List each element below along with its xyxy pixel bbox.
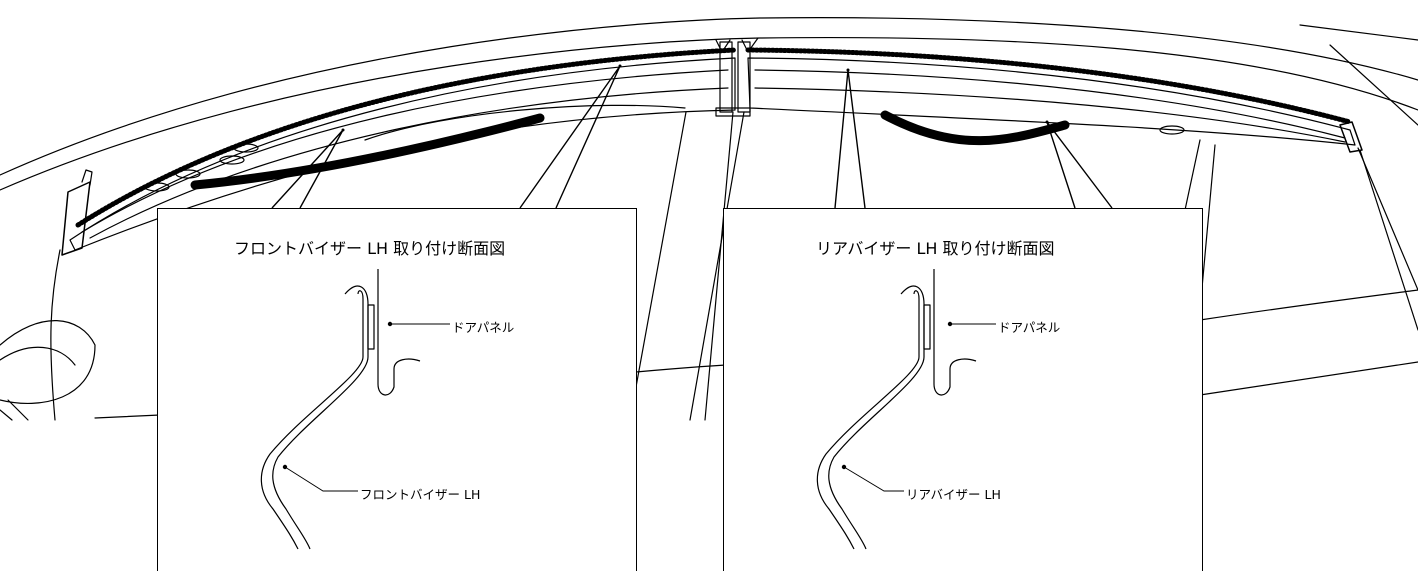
front-visor-label: フロントバイザー LH xyxy=(360,487,481,502)
front-leader-right xyxy=(519,65,621,209)
front-end-clip xyxy=(81,169,93,186)
visor-hole xyxy=(144,182,170,192)
roof-line-inner xyxy=(0,36,1418,191)
front-door-panel-shape xyxy=(377,269,421,396)
door-beltline-lower xyxy=(1199,361,1418,396)
front-visor-outline xyxy=(69,57,736,251)
rear-weatherstrip xyxy=(880,110,1070,146)
b-pillar-line-3 xyxy=(704,111,734,421)
front-leader-dot-2 xyxy=(618,64,622,68)
front-visor-shape-inner xyxy=(260,290,364,550)
front-cross-section-drawing xyxy=(260,269,450,550)
roof-line-outer xyxy=(0,17,1418,176)
b-pillar-line-1 xyxy=(629,111,687,421)
mirror-inner xyxy=(0,346,76,366)
rear-cross-section-drawing xyxy=(816,269,996,550)
front-leader-dot-1 xyxy=(341,128,345,132)
rear-section-panel: リアバイザー LH 取り付け断面図 ドアパネル リアバイザー LH xyxy=(723,208,1203,571)
front-visor-hatch-band xyxy=(75,47,738,228)
rear-visor-inner-line xyxy=(754,69,1346,139)
rear-window-right xyxy=(1357,147,1418,291)
rear-leader-right xyxy=(1046,121,1113,209)
roof-edge-diag xyxy=(1329,44,1418,126)
roof-edge-right xyxy=(1299,24,1418,41)
rear-visor-leader xyxy=(843,466,904,492)
front-weatherstrip xyxy=(190,113,545,190)
rear-visor-shape xyxy=(828,285,925,550)
front-visor-shape xyxy=(272,285,369,550)
front-panel-title: フロントバイザー LH 取り付け断面図 xyxy=(234,239,506,258)
visor-hole xyxy=(233,143,259,153)
visor-hole xyxy=(219,155,245,165)
mirror-stripe-2 xyxy=(0,409,13,421)
rear-visor-label: リアバイザー LH xyxy=(906,487,1001,502)
visor-hole xyxy=(175,169,201,179)
rear-door-panel-shape xyxy=(933,269,977,396)
center-clip-left xyxy=(719,41,733,113)
front-visor-inner-line-2 xyxy=(89,87,729,239)
b-pillar-line-2 xyxy=(689,111,745,421)
rear-visor-shape-inner xyxy=(816,290,920,550)
door-beltline-left xyxy=(94,414,161,419)
front-end-cap xyxy=(61,181,91,256)
rear-door-panel-label: ドアパネル xyxy=(998,320,1061,335)
mirror-outline xyxy=(0,320,96,405)
door-beltline-right xyxy=(1199,289,1418,321)
visor-hole xyxy=(1159,125,1185,135)
a-pillar-outer xyxy=(50,249,61,421)
rear-visor-outline xyxy=(747,57,1356,146)
rear-visor-inner-line-2 xyxy=(754,87,1346,143)
front-section-panel: フロントバイザー LH 取り付け断面図 ドアパネル フロントバイザー LH xyxy=(157,208,637,571)
front-door-panel-hem xyxy=(367,304,375,350)
rear-end-cap xyxy=(1339,121,1363,153)
c-pillar-line xyxy=(1184,139,1201,211)
front-door-panel-label: ドアパネル xyxy=(452,320,515,335)
front-visor-leader xyxy=(284,466,358,492)
rear-leader-dot-1 xyxy=(846,68,850,72)
rear-visor-hatch-band xyxy=(745,47,1353,125)
mirror-stripe-1 xyxy=(7,399,29,421)
rear-quarter-line xyxy=(1359,149,1418,331)
rear-leader-dot-2 xyxy=(1045,120,1049,124)
front-visor-flange xyxy=(364,104,686,141)
rear-door-panel-hem xyxy=(923,304,931,350)
rear-panel-title: リアバイザー LH 取り付け断面図 xyxy=(816,239,1055,258)
